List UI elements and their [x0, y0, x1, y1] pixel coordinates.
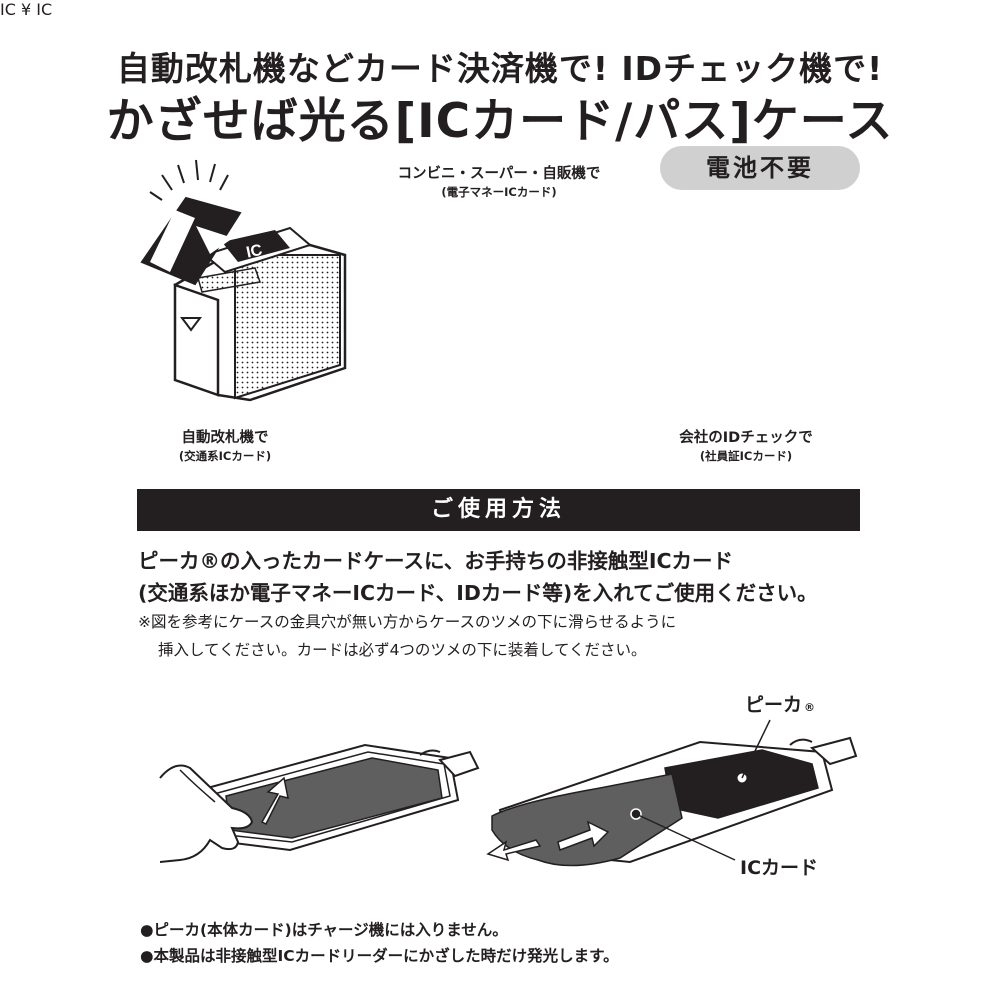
- center-speech-bubble-frame: IC 自動改札機で (交通系ICカード) コンビニ・スーパー・自販機で (電子マ…: [36, 0, 860, 965]
- label-pika: ピーカ®: [745, 690, 815, 717]
- right-bubble-title: 会社のIDチェックで: [679, 430, 813, 446]
- register-illustration: IC ¥: [0, 0, 36, 19]
- left-bubble-text: 自動改札機で (交通系ICカード): [148, 428, 302, 464]
- id-terminal-illustration: IC: [36, 0, 52, 19]
- right-bubble-text: 会社のIDチェックで (社員証ICカード): [642, 428, 850, 464]
- left-signal-lines: [149, 159, 229, 201]
- register-ic-mark: IC: [0, 0, 16, 19]
- left-speech-bubble-frame: IC ¥ IC: [0, 0, 860, 965]
- gate-ic-mark: IC: [245, 242, 265, 262]
- ticket-gate-illustration: IC: [140, 159, 347, 402]
- slide-out-arrow-icon: [486, 839, 542, 862]
- usage-line-2: (交通系ほか電子マネーICカード、IDカード等)を入れてご使用ください。: [138, 581, 818, 605]
- hand-illustration: [159, 764, 254, 863]
- insertion-diagram: [159, 719, 858, 867]
- label-ic-card: ICカード: [740, 857, 819, 879]
- center-bubble-sub: (電子マネーICカード): [441, 185, 557, 199]
- footer-note-1: ●ピーカ(本体カード)はチャージ機には入りません。: [140, 921, 508, 939]
- right-card-case: [486, 719, 858, 867]
- center-bubble-text: コンビニ・スーパー・自販機で (電子マネーICカード): [368, 164, 630, 200]
- left-pika-card: [225, 757, 443, 839]
- headline-title: かざせば光る[ICカード/パス]ケース: [106, 94, 894, 149]
- usage-note-2: 挿入してください。カードは必ず4つのツメの下に装着してください。: [158, 641, 647, 659]
- left-ic-card: [140, 196, 242, 286]
- center-bubble-title: コンビニ・スーパー・自販機で: [397, 166, 601, 182]
- headline-subtitle: 自動改札機などカード決済機で! IDチェック機で!: [116, 49, 884, 88]
- left-card-case: [198, 743, 480, 852]
- right-bubble-sub: (社員証ICカード): [699, 449, 793, 463]
- yen-icon: ¥: [20, 0, 32, 19]
- terminal-ic-mark: IC: [36, 0, 53, 19]
- no-battery-badge: 電池不要: [660, 146, 860, 190]
- usage-line-1: ピーカ®の入ったカードケースに、お手持ちの非接触型ICカード: [138, 549, 734, 573]
- left-bubble-sub: (交通系ICカード): [178, 449, 272, 463]
- footer-note-2: ●本製品は非接触型ICカードリーダーにかざした時だけ発光します。: [140, 947, 619, 965]
- scene-illustrations: IC: [140, 159, 347, 402]
- yen-bubble: ¥: [21, 0, 36, 19]
- label-pika-text: ピーカ: [745, 694, 803, 716]
- usage-note-1: ※図を参考にケースの金具穴が無い方からケースのツメの下に滑らせるように: [138, 613, 677, 631]
- left-arrow-icon: [260, 776, 289, 826]
- usage-heading: ご使用方法: [137, 489, 860, 531]
- left-bubble-title: 自動改札機で: [181, 430, 269, 446]
- slide-in-arrow-icon: [557, 820, 610, 851]
- registered-mark: ®: [804, 701, 816, 714]
